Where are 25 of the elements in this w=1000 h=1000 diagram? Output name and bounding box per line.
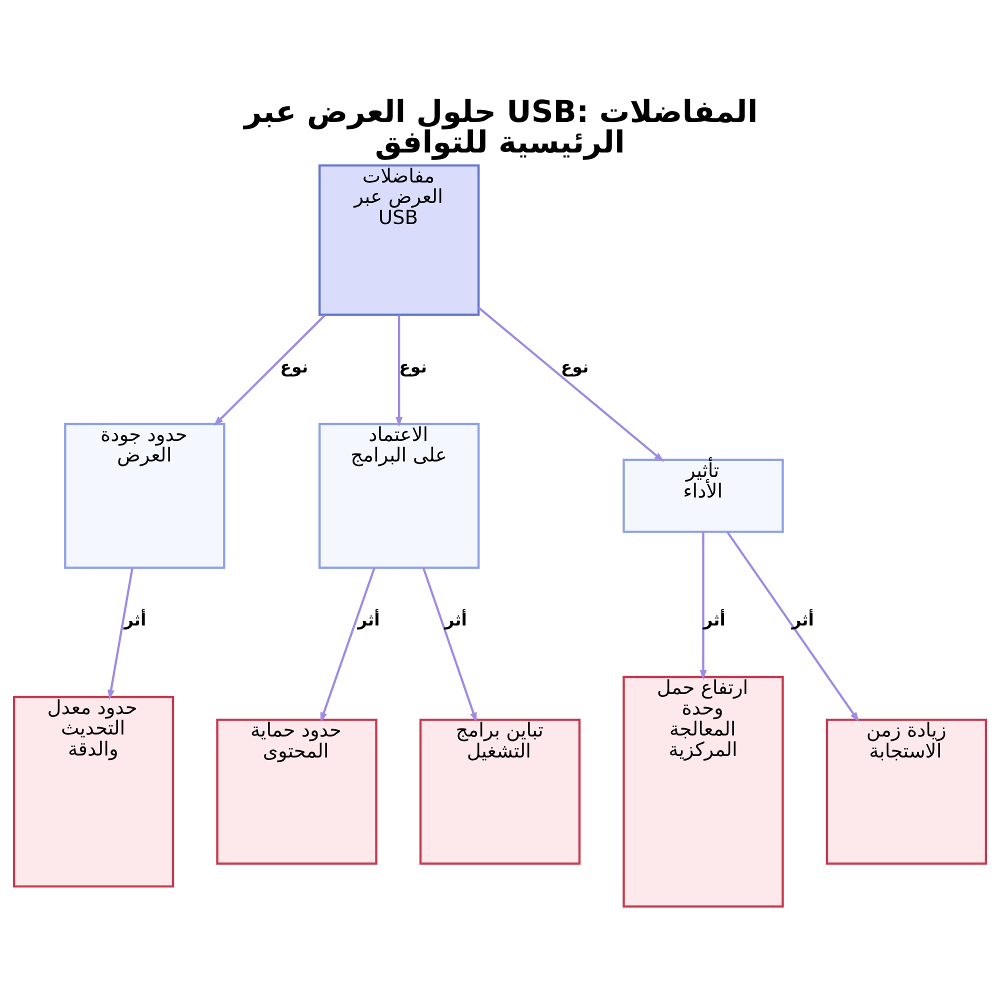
arrow bbox=[726, 531, 860, 722]
arrow bbox=[108, 568, 134, 700]
edge-label: نوع bbox=[399, 357, 428, 376]
node-box: ارتفاع حمل وحدة المعالجة المركزية bbox=[622, 676, 784, 908]
edge-label: أثر bbox=[444, 610, 467, 630]
edge-label: نوع bbox=[280, 357, 308, 376]
node-box: تباين برامج التشغيل bbox=[419, 718, 581, 865]
edge-label: أثر bbox=[703, 610, 726, 630]
edge-label: نوع bbox=[560, 357, 589, 376]
arrow bbox=[422, 567, 477, 723]
arrow bbox=[478, 306, 664, 462]
node-box: زيادة زمن الاستجابة bbox=[826, 718, 988, 865]
node-box: حدود معدل التحديث والدقة bbox=[12, 696, 174, 888]
node-box: تأثير الأداء bbox=[622, 458, 784, 533]
arrow bbox=[214, 314, 326, 426]
edge-label: أثر bbox=[124, 610, 146, 630]
node-box: حدود جودة العرض bbox=[64, 422, 226, 569]
edge-label: أثر bbox=[358, 610, 380, 630]
arrow bbox=[700, 532, 707, 680]
node-box: حدود حماية المحتوى bbox=[216, 718, 378, 865]
node-box: الاعتماد على البرامج bbox=[318, 422, 480, 569]
diagram-title: حلول العرض عبر USB: المفاضلات الرئيسية للتوافق bbox=[244, 95, 758, 160]
arrow bbox=[320, 567, 376, 723]
arrow bbox=[396, 315, 403, 427]
edge-label: أثر bbox=[792, 610, 814, 630]
